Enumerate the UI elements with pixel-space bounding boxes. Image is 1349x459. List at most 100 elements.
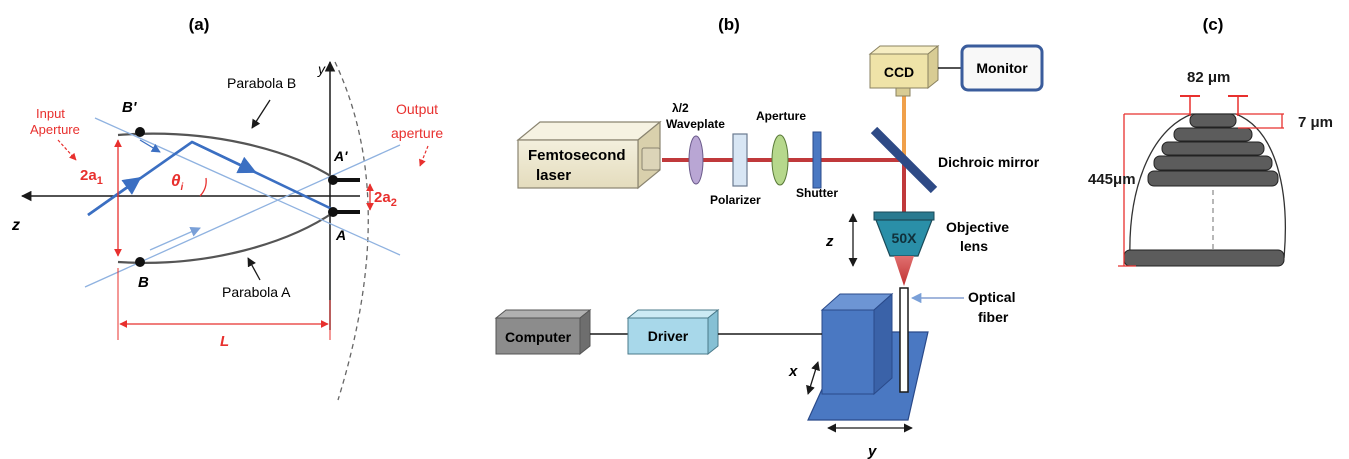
aperture-lens — [771, 134, 789, 186]
layer-1 — [1189, 113, 1237, 128]
monitor — [960, 44, 1044, 92]
two-a2-sub: 2 — [391, 197, 397, 209]
half-wave-plate — [688, 135, 704, 185]
point-a-prime — [328, 175, 338, 185]
monitor-label: Monitor — [976, 60, 1028, 76]
focal-arc — [334, 61, 369, 401]
theta-sub: i — [180, 182, 183, 193]
focus-cone — [894, 256, 914, 286]
femtosecond-laser: Femtosecond laser — [516, 120, 662, 190]
ray-reflected — [87, 140, 335, 217]
output-aperture-line2: aperture — [391, 125, 443, 141]
panel-c-label: (c) — [1203, 15, 1224, 34]
input-aperture-pointer — [57, 139, 77, 161]
point-b — [135, 257, 145, 267]
two-a1-main: 2a — [80, 167, 97, 184]
ray-light-arrow — [149, 227, 201, 251]
parabola-a-label: Parabola A — [222, 284, 291, 300]
height-label: 445μm — [1088, 171, 1136, 188]
driver-box: Driver — [626, 308, 720, 356]
objective-label-line1: Objective — [946, 219, 1009, 235]
x-translation-arrow — [806, 361, 820, 395]
ccd-label: CCD — [884, 64, 914, 80]
x-translation-label: x — [788, 363, 798, 380]
z-translation-label: z — [825, 233, 834, 250]
polarizer-label: Polarizer — [710, 193, 761, 207]
half-wave-label-line2: Waveplate — [666, 117, 725, 131]
stage-block-front — [821, 309, 875, 395]
driver-label: Driver — [648, 328, 689, 344]
objective-body — [875, 219, 933, 257]
base-layer — [1123, 249, 1285, 267]
panel-b: (b) Femtosecond laser λ/2 Waveplate Pola… — [494, 15, 1044, 459]
step-label: 7 μm — [1298, 114, 1333, 131]
top-width-label: 82 μm — [1187, 69, 1230, 86]
ccd-side — [927, 44, 939, 90]
length-label: L — [220, 333, 229, 350]
label-b-prime: B' — [122, 99, 137, 116]
parabola-b-pointer — [251, 99, 271, 129]
ccd-top — [868, 45, 940, 55]
computer-front — [495, 317, 581, 355]
point-a — [328, 207, 338, 217]
label-a: A — [335, 227, 346, 243]
layer-2 — [1173, 127, 1253, 142]
driver-top — [626, 309, 720, 319]
laser-front-face — [517, 139, 639, 189]
theta-label: θi — [171, 171, 183, 193]
optical-fiber — [899, 287, 909, 393]
panel-c: (c) 82 μm 7 μm 445μm — [1088, 15, 1333, 267]
computer-top — [494, 309, 592, 319]
ccd-port — [895, 87, 911, 97]
objective-collar — [873, 211, 935, 221]
layer-5 — [1147, 170, 1279, 187]
point-b-prime — [135, 127, 145, 137]
parabola-b-label: Parabola B — [227, 75, 296, 91]
y-axis-label: y — [317, 61, 326, 77]
dichroic-mirror — [870, 126, 938, 194]
label-b: B — [138, 274, 149, 291]
theta-arc — [199, 177, 207, 197]
polarizer — [732, 133, 748, 187]
two-a2-main: 2a — [374, 189, 391, 206]
output-aperture-line1: Output — [396, 101, 438, 117]
fiber-label-line1: Optical — [968, 289, 1015, 305]
computer-box: Computer — [494, 308, 592, 356]
shutter-label: Shutter — [796, 186, 838, 200]
ray-small-arrow — [139, 139, 161, 153]
shutter — [812, 131, 822, 189]
layer-4 — [1153, 155, 1273, 171]
dichroic-label: Dichroic mirror — [938, 154, 1040, 170]
panel-a: (a) z y B' B A' A Parabola B — [11, 15, 443, 401]
z-axis-label: z — [11, 217, 20, 234]
y-translation-label: y — [867, 443, 877, 459]
two-a1-label: 2a1 — [80, 167, 103, 187]
two-a2-label: 2a2 — [374, 189, 397, 209]
fiber-label-line2: fiber — [978, 309, 1009, 325]
label-a-prime: A' — [333, 148, 348, 164]
half-wave-label-line1: λ/2 — [672, 101, 689, 115]
computer-side — [579, 308, 591, 356]
input-aperture-line2: Aperture — [30, 122, 80, 137]
laser-output-port — [641, 147, 661, 171]
layer-3 — [1161, 141, 1265, 156]
ray-reflected-arrow-out — [191, 140, 257, 174]
stage-block-side — [873, 292, 893, 396]
theta-main: θ — [171, 171, 181, 190]
objective-mag-label: 50X — [892, 230, 918, 246]
panel-b-label: (b) — [718, 15, 740, 34]
laser-label-line1: Femtosecond — [528, 147, 626, 164]
objective-label-line2: lens — [960, 238, 988, 254]
input-aperture-line1: Input — [36, 106, 65, 121]
parabola-b-curve — [117, 132, 335, 179]
driver-side — [707, 308, 719, 356]
ray-reflected-arrow-in — [87, 176, 142, 217]
laser-label-line2: laser — [536, 167, 571, 184]
output-aperture-pointer — [419, 145, 429, 167]
computer-label: Computer — [505, 329, 572, 345]
driver-front — [627, 317, 709, 355]
aperture-label: Aperture — [756, 109, 806, 123]
two-a1-sub: 1 — [97, 175, 103, 187]
laser-top-face — [516, 121, 662, 141]
